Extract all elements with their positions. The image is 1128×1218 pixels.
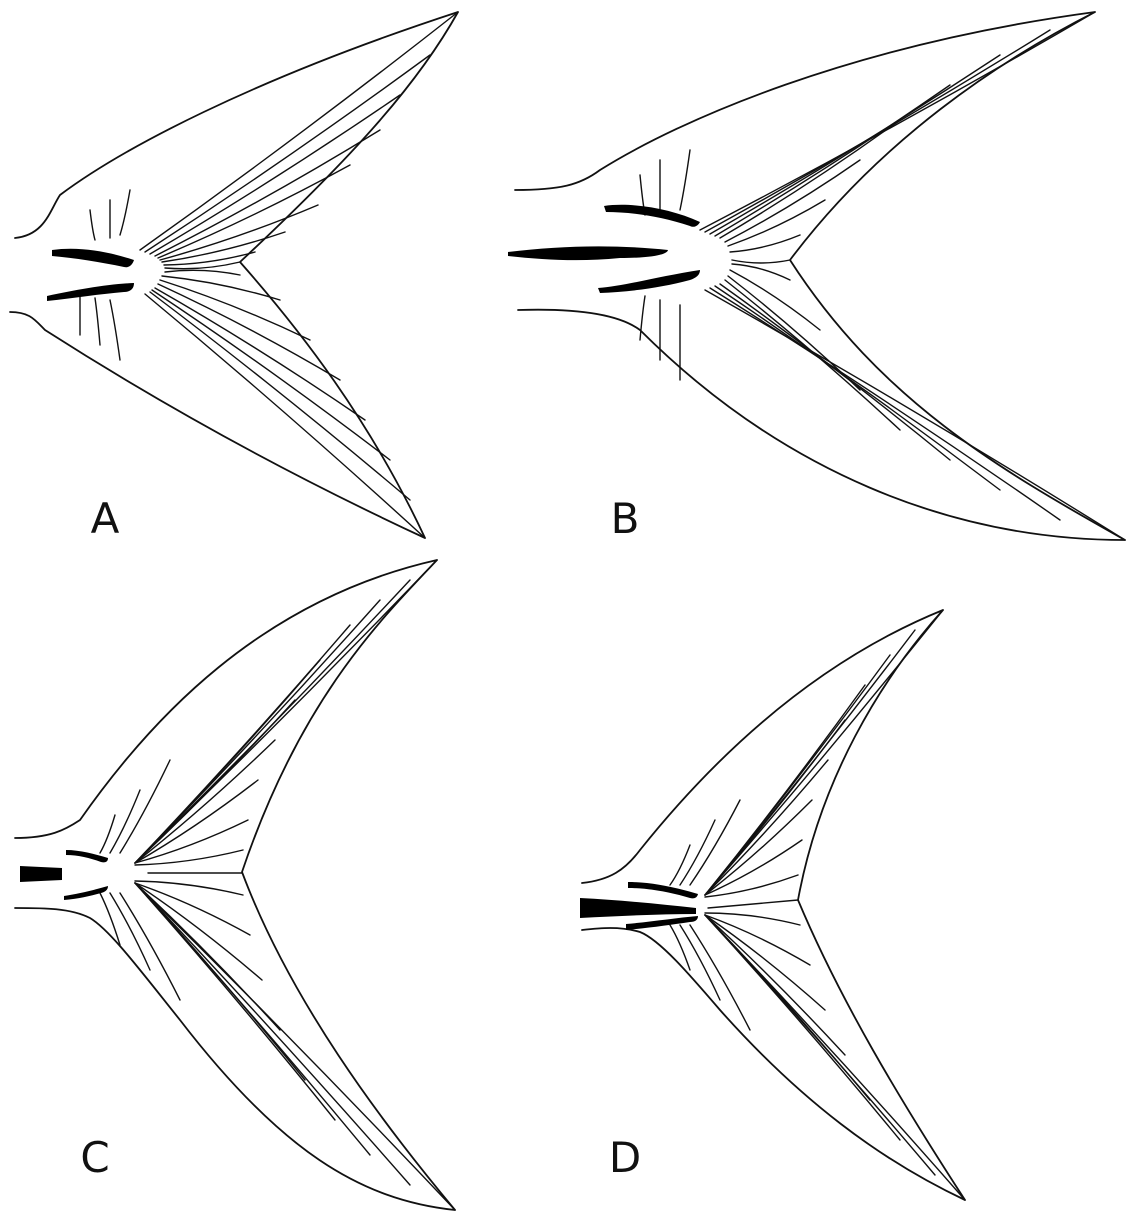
fin-a-ray: [152, 290, 390, 460]
fin-b-rays: [640, 12, 1125, 540]
fin-b-ray: [680, 150, 690, 210]
fin-a-ray: [90, 210, 95, 240]
fin-a-ray: [150, 95, 400, 254]
fin-c-rays: [100, 560, 455, 1210]
fin-b-ray: [710, 55, 1000, 234]
fin-c-ray: [135, 820, 248, 863]
fin-d-ray: [705, 915, 900, 1140]
fin-b-ray: [732, 260, 790, 263]
fin-c-ray: [135, 740, 275, 863]
fin-b-ray: [725, 280, 900, 430]
caudal-fin-d: D: [580, 610, 965, 1200]
fin-c-ray: [120, 760, 170, 853]
fin-a-rays: [80, 12, 458, 538]
fin-d-ray: [670, 925, 690, 970]
fin-b-upper-bar: [604, 205, 700, 227]
fin-c-lower-bar: [64, 886, 108, 900]
panel-label-a: A: [91, 494, 120, 543]
fin-d-peduncle-bar: [580, 898, 696, 918]
fin-c-upper-bar: [66, 850, 108, 862]
fin-c-outline: [15, 560, 455, 1210]
fin-b-ray: [730, 235, 800, 252]
fin-d-ray: [680, 925, 720, 1000]
fin-d-ray: [705, 685, 865, 895]
fin-c-peduncle-bar: [20, 866, 62, 882]
fin-b-outline: [515, 12, 1125, 540]
panel-label-b: B: [611, 494, 640, 543]
fin-d-midline: [708, 900, 798, 908]
fin-d-lower-bar: [626, 916, 698, 930]
fin-d-upper-bar: [628, 882, 698, 898]
fin-a-outline: [10, 12, 458, 538]
fin-a-lower-bar: [47, 283, 134, 301]
caudal-fin-c: C: [15, 560, 455, 1210]
fin-a-ray: [145, 55, 430, 252]
fin-d-ray: [705, 840, 802, 895]
fin-d-ray: [705, 913, 800, 925]
fin-d-rays: [670, 610, 965, 1200]
fin-a-ray: [95, 298, 100, 345]
fin-a-upper-bar: [52, 249, 134, 268]
fin-c-ray: [135, 850, 243, 865]
fin-a-ray: [150, 292, 410, 500]
fin-d-ray: [670, 845, 690, 885]
fin-a-ray: [120, 190, 130, 235]
fin-c-ray: [135, 881, 243, 895]
fin-a-ray: [110, 300, 120, 360]
fin-b-lower-bar: [598, 270, 700, 293]
fin-b-ray: [705, 30, 1050, 232]
fin-c-ray: [135, 625, 350, 863]
fin-d-ray: [680, 820, 715, 885]
fin-a-ray: [140, 12, 458, 250]
fin-c-ray: [120, 893, 180, 1000]
panel-label-c: C: [80, 1133, 109, 1182]
fin-b-ray: [732, 264, 790, 280]
fin-c-ray: [135, 883, 455, 1210]
fin-d-ray: [705, 655, 890, 895]
fin-a-ray: [158, 284, 340, 380]
fin-d-ray: [705, 800, 812, 895]
fin-a-ray: [155, 288, 365, 420]
panel-label-d: D: [609, 1133, 641, 1182]
fin-a-ray: [160, 205, 318, 260]
fin-b-ray: [705, 290, 1125, 540]
fin-d-ray: [705, 915, 810, 965]
fin-c-ray: [135, 883, 250, 935]
caudal-fin-a: A: [10, 12, 458, 543]
fin-c-ray: [100, 893, 120, 945]
fin-a-ray: [165, 270, 240, 275]
caudal-fin-b: B: [508, 12, 1125, 543]
fin-b-middle-bar: [508, 246, 668, 260]
